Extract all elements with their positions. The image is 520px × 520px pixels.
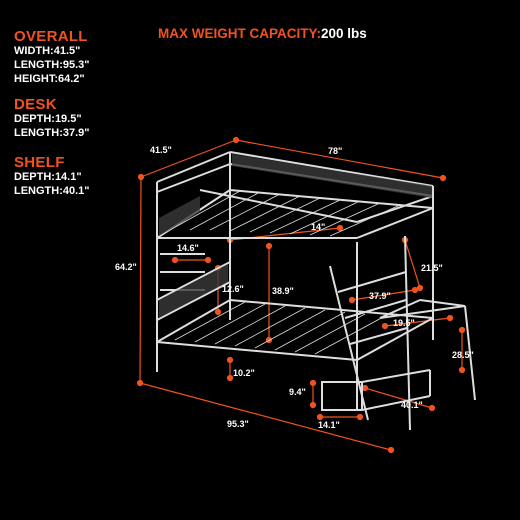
dim-shelf-length: 40.1" xyxy=(401,400,423,410)
dim-desk-length: 37.9" xyxy=(369,291,391,301)
dim-width-top: 41.5" xyxy=(150,145,172,155)
overall-specs: WIDTH:41.5" LENGTH:95.3" HEIGHT:64.2" xyxy=(14,44,90,86)
dim-length-top: 78" xyxy=(328,146,343,156)
overall-length: LENGTH:95.3" xyxy=(14,59,90,71)
dim-lower-guard: 12.6" xyxy=(222,284,244,294)
dim-height-total: 64.2" xyxy=(115,262,137,272)
dim-desk-height: 21.5" xyxy=(421,263,443,273)
dim-shelf-height: 9.4" xyxy=(289,387,306,397)
shelf-specs: DEPTH:14.1" LENGTH:40.1" xyxy=(14,170,90,198)
capacity-label: MAX WEIGHT CAPACITY: xyxy=(158,26,321,41)
dim-desk-depth: 19.5" xyxy=(393,318,415,328)
dim-clearance: 38.9" xyxy=(272,286,294,296)
desk-specs: DEPTH:19.5" LENGTH:37.9" xyxy=(14,112,90,140)
dim-overall-length: 95.3" xyxy=(227,419,249,429)
overall-height: HEIGHT:64.2" xyxy=(14,73,85,85)
desk-depth: DEPTH:19.5" xyxy=(14,113,82,125)
capacity-value: 200 lbs xyxy=(321,26,367,41)
overall-width: WIDTH:41.5" xyxy=(14,45,81,57)
dim-shelf-depth: 14.1" xyxy=(318,420,340,430)
shelf-depth: DEPTH:14.1" xyxy=(14,171,82,183)
desk-length: LENGTH:37.9" xyxy=(14,127,90,139)
overall-heading: OVERALL xyxy=(14,28,88,45)
dim-desk-leg: 28.5" xyxy=(452,350,474,360)
desk-heading: DESK xyxy=(14,96,57,113)
dim-base-gap: 10.2" xyxy=(233,368,255,378)
shelf-heading: SHELF xyxy=(14,154,65,171)
max-weight-capacity: MAX WEIGHT CAPACITY:200 lbs xyxy=(158,26,367,41)
shelf-length: LENGTH:40.1" xyxy=(14,185,90,197)
dim-ladder-rung: 14.6" xyxy=(177,243,199,253)
dim-top-rail: 14" xyxy=(311,222,326,232)
guard-rail-panels xyxy=(159,154,432,318)
